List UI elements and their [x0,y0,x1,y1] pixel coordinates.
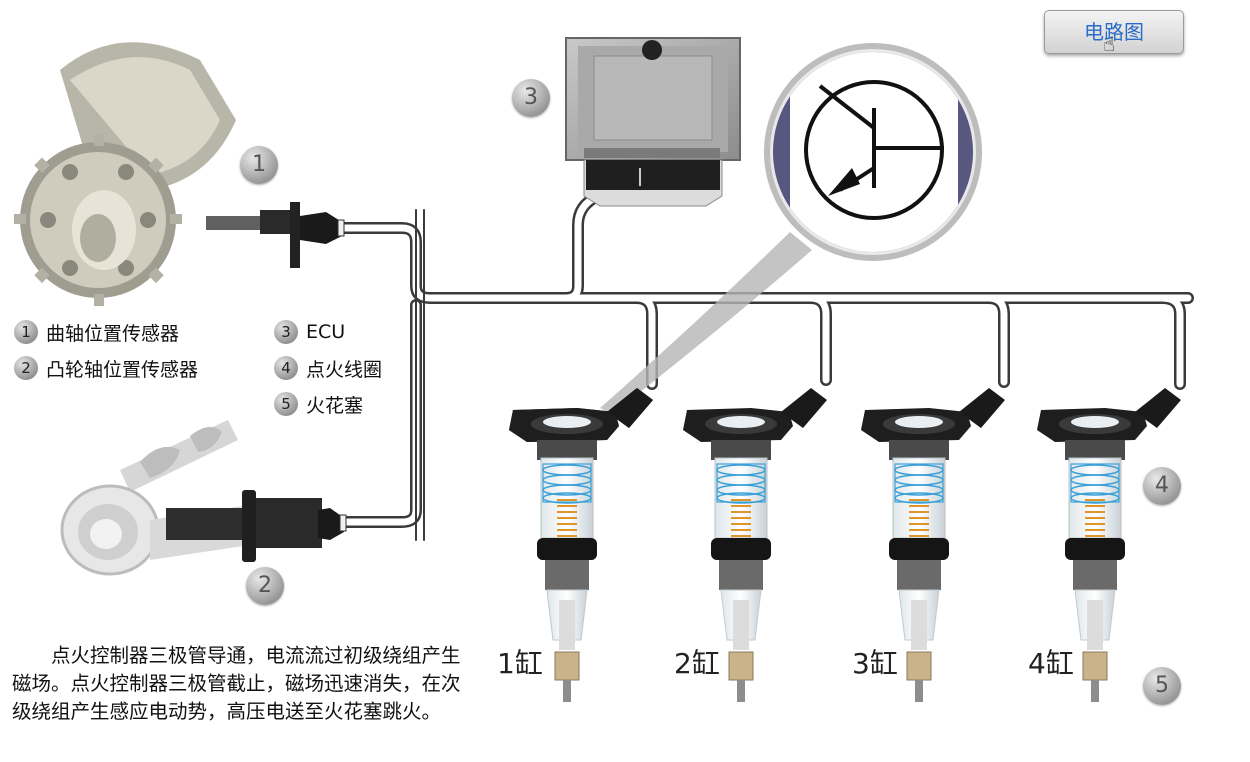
legend-label: 点火线圈 [306,358,383,381]
magnifier-beam [600,232,812,414]
legend-label: 凸轮轴位置传感器 [46,358,199,381]
cylinder-label-2: 2缸 [674,647,720,680]
legend-item-ecu: 3 ECU [274,314,382,350]
description-text: 点火控制器三极管导通，电流流过初级绕组产生磁场。点火控制器三极管截止，磁场迅速消… [12,644,461,723]
legend-badge: 4 [274,356,298,380]
wiring-harness [334,190,1194,541]
legend-item-ignition-coil: 4 点火线圈 [274,350,382,386]
circuit-diagram-button-label: 电路图 [1084,20,1144,44]
legend-left: 1 曲轴位置传感器 2 凸轮轴位置传感器 [14,314,198,386]
legend-badge: 5 [274,392,298,416]
ecu-unit [565,37,741,207]
camshaft-position-sensor [166,490,347,562]
callout-4: 4 [1143,467,1181,505]
hand-cursor-icon: ☝ [1103,32,1116,56]
camshaft [60,420,250,576]
cylinder-label-3: 3缸 [852,647,898,680]
legend-item-crankshaft-sensor: 1 曲轴位置传感器 [14,314,198,350]
callout-5: 5 [1143,667,1181,705]
crankshaft [14,42,236,306]
circuit-diagram-button[interactable]: 电路图 ☝ [1044,10,1184,56]
callout-1: 1 [240,146,278,184]
cylinder-label-4: 4缸 [1028,647,1074,680]
legend-badge: 2 [14,356,38,380]
callout-3: 3 [512,79,550,117]
legend-badge: 1 [14,320,38,344]
magnifier-lens [764,43,982,261]
callout-2: 2 [246,567,284,605]
legend-label: 火花塞 [306,394,364,417]
crankshaft-position-sensor [206,202,345,268]
legend-label: ECU [306,321,346,343]
transistor-symbol-icon [804,80,944,220]
legend-badge: 3 [274,320,298,344]
legend-right: 3 ECU 4 点火线圈 5 火花塞 [274,314,382,422]
legend-label: 曲轴位置传感器 [46,322,180,345]
cylinder-label-1: 1缸 [497,647,543,680]
legend-item-spark-plug: 5 火花塞 [274,386,382,422]
legend-item-camshaft-sensor: 2 凸轮轴位置传感器 [14,350,198,386]
